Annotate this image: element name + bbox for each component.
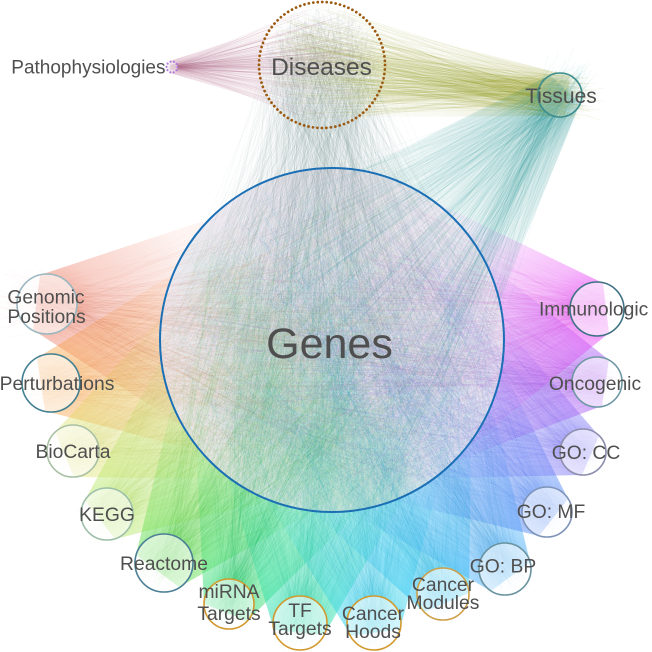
- svg-text:GO: MF: GO: MF: [517, 502, 586, 523]
- svg-text:GO: BP: GO: BP: [470, 556, 536, 577]
- svg-text:Perturbations: Perturbations: [0, 374, 114, 395]
- svg-text:TF: TF: [288, 601, 312, 622]
- svg-text:Cancer: Cancer: [412, 575, 475, 596]
- svg-text:Targets: Targets: [197, 604, 260, 625]
- svg-text:Modules: Modules: [407, 593, 480, 614]
- svg-text:Oncogenic: Oncogenic: [549, 374, 642, 395]
- svg-text:Genes: Genes: [266, 320, 393, 368]
- svg-text:Hoods: Hoods: [345, 622, 401, 643]
- svg-text:GO: CC: GO: CC: [552, 443, 621, 464]
- svg-text:Reactome: Reactome: [120, 554, 208, 575]
- svg-text:miRNA: miRNA: [198, 582, 259, 603]
- svg-text:Immunologic: Immunologic: [539, 300, 649, 321]
- svg-text:Pathophysiologies: Pathophysiologies: [11, 58, 165, 79]
- svg-text:Cancer: Cancer: [342, 604, 405, 625]
- svg-text:Genomic: Genomic: [7, 287, 85, 308]
- svg-text:Tissues: Tissues: [525, 85, 597, 108]
- svg-text:KEGG: KEGG: [79, 505, 135, 526]
- svg-text:BioCarta: BioCarta: [35, 442, 110, 463]
- svg-text:Positions: Positions: [7, 307, 85, 328]
- svg-text:Diseases: Diseases: [271, 54, 372, 81]
- svg-text:Targets: Targets: [268, 619, 331, 640]
